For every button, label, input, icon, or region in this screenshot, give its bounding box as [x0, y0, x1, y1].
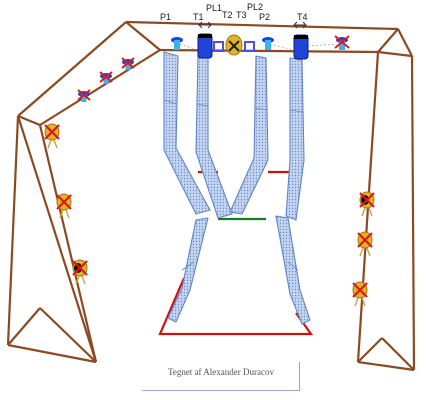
- right-lamp-3: [352, 281, 368, 307]
- label-t3: T3: [236, 10, 247, 20]
- chute-4: [285, 57, 305, 221]
- light-p1: [171, 37, 183, 50]
- label-p2: P2: [259, 12, 270, 22]
- right-lamp-1: [359, 191, 375, 217]
- label-t2: T2: [222, 10, 233, 20]
- diag-light-2: [99, 71, 113, 84]
- label-pl2: PL2: [247, 2, 263, 12]
- label-t1: T1: [193, 12, 204, 22]
- fixture-labels: P1 T1 PL1 T2 T3 PL2 P2 T4: [160, 2, 308, 22]
- arrow-t4: [293, 21, 307, 29]
- chute-lower-right: [275, 215, 311, 325]
- top-fixtures: [171, 21, 350, 60]
- left-leg: [6, 115, 20, 346]
- top-rear-beam: [159, 48, 379, 54]
- lamp-t2-t3: [225, 34, 243, 56]
- label-pl1: PL1: [206, 3, 222, 13]
- right-lamp-2: [357, 231, 373, 257]
- label-t4: T4: [297, 12, 308, 22]
- label-p1: P1: [160, 12, 171, 22]
- left-lamp-1: [44, 123, 60, 149]
- left-lamp-3: [72, 259, 88, 285]
- beam-line: [307, 43, 337, 47]
- drum-t4: [293, 34, 309, 60]
- caption: Tegnet af Alexander Duracov: [167, 367, 275, 377]
- diag-light-1: [121, 57, 135, 70]
- box-pl1: [213, 41, 224, 52]
- drum-t1: [197, 33, 213, 59]
- chutes: [163, 51, 311, 325]
- left-diagonal-lights: [77, 57, 135, 102]
- truss-frame: [6, 20, 416, 372]
- chute-lower-left: [167, 217, 209, 323]
- left-lamp-2: [56, 193, 72, 219]
- chute-1: [163, 51, 211, 215]
- beam-line: [269, 43, 295, 51]
- caption-divider: [299, 362, 300, 391]
- diag-light-3: [77, 89, 91, 102]
- caption-underline: [142, 390, 300, 391]
- box-pl2: [244, 41, 255, 52]
- light-right-top: [334, 35, 350, 50]
- light-p2: [262, 37, 274, 50]
- leg-lamps: [44, 123, 375, 307]
- chute-3: [229, 55, 269, 215]
- arrow-t1: [198, 21, 212, 29]
- top-front-beam: [125, 20, 399, 31]
- beam-line: [179, 43, 199, 51]
- chute-folds: [163, 99, 304, 271]
- left-diagonal-beam: [17, 21, 127, 117]
